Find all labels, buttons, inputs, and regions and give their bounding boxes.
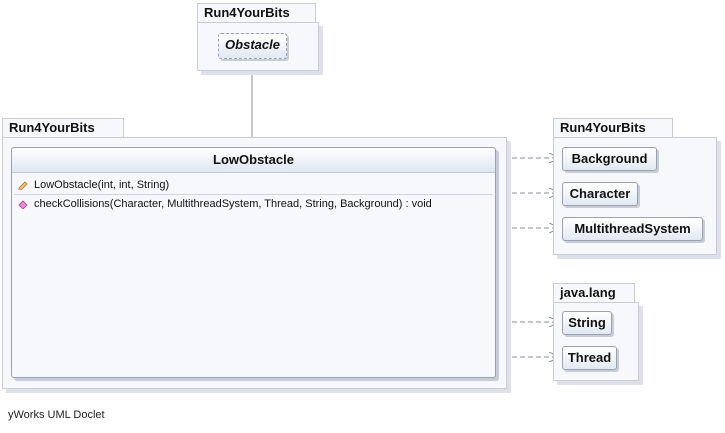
constructor-icon bbox=[18, 181, 28, 190]
package-tab-right: Run4YourBits bbox=[553, 118, 673, 138]
member-signature-method: checkCollisions(Character, MultithreadSy… bbox=[34, 198, 432, 210]
class-name-multithread-system: MultithreadSystem bbox=[574, 221, 691, 236]
package-name-right: Run4YourBits bbox=[560, 120, 646, 135]
class-name-string: String bbox=[568, 315, 606, 330]
class-character[interactable]: Character bbox=[562, 182, 638, 206]
class-name-low-obstacle: LowObstacle bbox=[12, 148, 495, 173]
member-signature-constructor: LowObstacle(int, int, String) bbox=[34, 179, 170, 191]
package-name-java: java.lang bbox=[560, 285, 616, 300]
member-separator bbox=[14, 194, 493, 195]
package-tab-top: Run4YourBits bbox=[197, 3, 316, 23]
class-low-obstacle[interactable]: LowObstacle LowObstacle(int, int, String… bbox=[11, 147, 496, 378]
package-tab-main: Run4YourBits bbox=[2, 118, 124, 138]
package-name-main: Run4YourBits bbox=[9, 120, 95, 135]
class-background[interactable]: Background bbox=[562, 147, 657, 171]
member-method[interactable]: checkCollisions(Character, MultithreadSy… bbox=[12, 195, 495, 213]
class-multithread-system[interactable]: MultithreadSystem bbox=[562, 217, 703, 241]
footer-caption: yWorks UML Doclet bbox=[8, 409, 105, 421]
class-string[interactable]: String bbox=[562, 311, 612, 335]
class-thread[interactable]: Thread bbox=[562, 346, 617, 370]
class-name-background: Background bbox=[571, 151, 648, 166]
member-constructor[interactable]: LowObstacle(int, int, String) bbox=[12, 176, 495, 194]
class-name-obstacle: Obstacle bbox=[225, 37, 280, 52]
class-name-thread: Thread bbox=[567, 350, 612, 365]
package-tab-java: java.lang bbox=[553, 283, 635, 303]
method-icon bbox=[18, 200, 28, 209]
class-name-character: Character bbox=[569, 186, 631, 201]
class-obstacle[interactable]: Obstacle bbox=[218, 33, 287, 59]
package-name-top: Run4YourBits bbox=[204, 5, 290, 20]
